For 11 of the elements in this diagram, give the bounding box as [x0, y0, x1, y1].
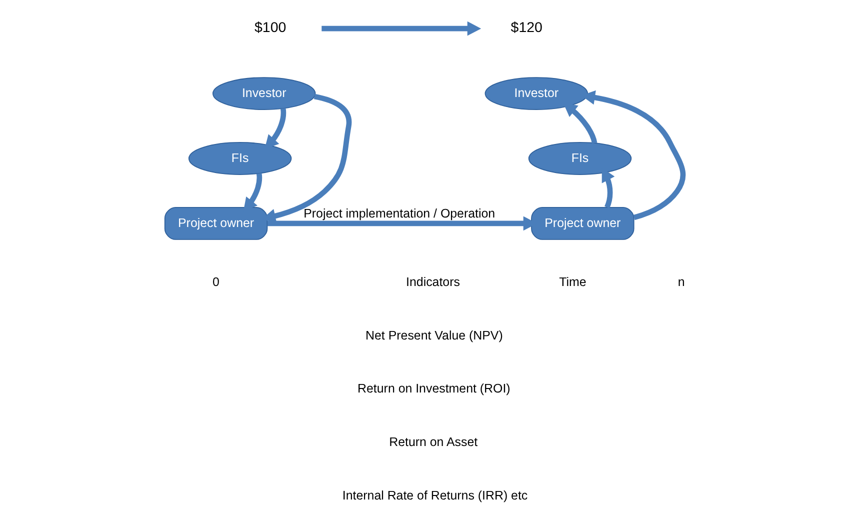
label: Internal Rate of Returns (IRR) etc	[342, 488, 528, 502]
label: Net Present Value (NPV)	[366, 328, 503, 342]
label: Time	[559, 274, 586, 288]
label: 0	[212, 274, 220, 288]
label: Return on Investment (ROI)	[358, 381, 510, 396]
node-text: $120	[510, 19, 542, 36]
node-text: $100	[254, 19, 286, 36]
edge-label: Project implementation / Operation	[304, 206, 496, 220]
label: Return on Asset	[389, 434, 478, 449]
label: Indicators	[406, 274, 460, 288]
label: n	[678, 274, 685, 288]
